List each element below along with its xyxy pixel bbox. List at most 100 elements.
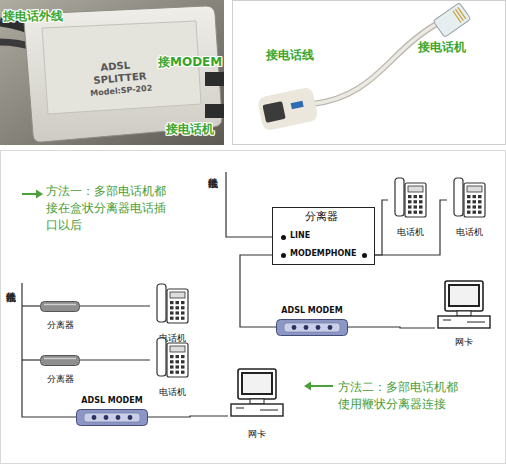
modem-front	[84, 413, 140, 422]
handset	[395, 178, 404, 216]
keypad-key	[176, 317, 180, 320]
keypad-key	[170, 306, 174, 309]
whip-splitter-photo	[233, 1, 506, 145]
phone-display	[467, 186, 482, 192]
node-label: 分离器	[32, 321, 88, 331]
keypad-key	[419, 200, 423, 203]
port-dot	[281, 235, 286, 240]
keypad-key	[170, 317, 174, 320]
keypad-key	[467, 211, 471, 214]
keypad-key	[170, 311, 174, 314]
photo-callout: 接电话机	[418, 40, 466, 54]
keypad-key	[181, 311, 185, 314]
panel-frame	[1, 151, 506, 464]
photo-callout: 接电话外线	[3, 9, 63, 23]
keypad-key	[478, 211, 482, 214]
cable	[312, 22, 440, 104]
phone-body	[167, 343, 188, 377]
keypad-key	[478, 205, 482, 208]
splitter-body	[41, 302, 80, 312]
keypad-key	[176, 301, 180, 304]
status-light	[92, 415, 97, 420]
keypad-key	[170, 365, 174, 368]
handset	[454, 178, 463, 216]
keypad-key	[467, 195, 471, 198]
keypad-key	[176, 306, 180, 309]
telephone-symbol	[157, 338, 188, 377]
system-unit	[438, 316, 490, 328]
port-label: PHONE	[325, 250, 357, 259]
node-label: 网卡	[220, 430, 294, 440]
telephone: 电话机	[150, 282, 194, 344]
keypad-key	[414, 195, 418, 198]
keypad-key	[473, 205, 477, 208]
keypad-key	[176, 360, 180, 363]
keypad-key	[419, 205, 423, 208]
plug-body	[433, 3, 471, 38]
branch-wire	[22, 305, 40, 306]
jack-opening	[262, 101, 285, 123]
port-dot	[362, 253, 367, 258]
keypad-key	[181, 301, 185, 304]
node-label: ADSL MODEM	[266, 307, 358, 316]
handset	[157, 284, 166, 322]
keypad-key	[176, 371, 180, 374]
photo-callout: 接MODEM	[158, 55, 222, 69]
keypad-key	[408, 195, 412, 198]
cable-highlight	[312, 22, 440, 104]
keypad-key	[414, 211, 418, 214]
status-light	[304, 325, 309, 330]
computer: 网卡	[228, 368, 286, 440]
keypad-key	[170, 360, 174, 363]
splitter-box-photo	[0, 0, 224, 145]
phone-plug	[205, 72, 224, 86]
telephone-symbol	[395, 178, 426, 217]
port-label: MODEM	[290, 250, 325, 259]
rj11-plug	[433, 3, 471, 38]
modem-case	[277, 320, 348, 336]
status-light	[128, 415, 133, 420]
photo-background	[0, 0, 224, 145]
photo-callout: 接电话机	[166, 122, 214, 136]
phone-wire	[80, 359, 150, 360]
outside-line-wire	[226, 172, 272, 237]
keypad-key	[414, 200, 418, 203]
telephone: 电话机	[447, 176, 491, 238]
keypad-key	[467, 205, 471, 208]
keypad-key	[414, 205, 418, 208]
monitor	[445, 281, 483, 311]
plug-contacts	[453, 7, 466, 22]
port-label: LINE	[290, 232, 310, 241]
keypad-key	[408, 205, 412, 208]
node-label: 电话机	[380, 228, 440, 238]
phone-wire	[80, 305, 150, 306]
keypad-key	[408, 211, 412, 214]
drive-slot	[443, 320, 485, 322]
phone-display	[408, 186, 423, 192]
monitor	[238, 369, 276, 399]
keypad-key	[419, 211, 423, 214]
telephone-symbol	[157, 284, 188, 323]
modem-symbol	[77, 410, 148, 426]
adsl-modem: ADSL MODEM	[76, 395, 148, 427]
status-light	[292, 325, 297, 330]
drive-slot	[236, 408, 278, 410]
adsl-modem: ADSL MODEM	[276, 305, 348, 337]
keypad-key	[181, 365, 185, 368]
modem-case	[77, 410, 148, 426]
keypad-key	[408, 200, 412, 203]
keypad-key	[181, 306, 185, 309]
phone-plug	[205, 104, 224, 118]
node-label: 分离器	[305, 211, 338, 223]
keypad-key	[176, 355, 180, 358]
status-light	[116, 415, 121, 420]
phone-wire	[375, 200, 388, 255]
splitter-box: 分离器 LINE MODEMPHONE	[272, 207, 375, 265]
keypad-key	[419, 195, 423, 198]
computer: 网卡	[435, 280, 493, 348]
phone-display	[170, 346, 185, 352]
highlight	[44, 358, 76, 359]
